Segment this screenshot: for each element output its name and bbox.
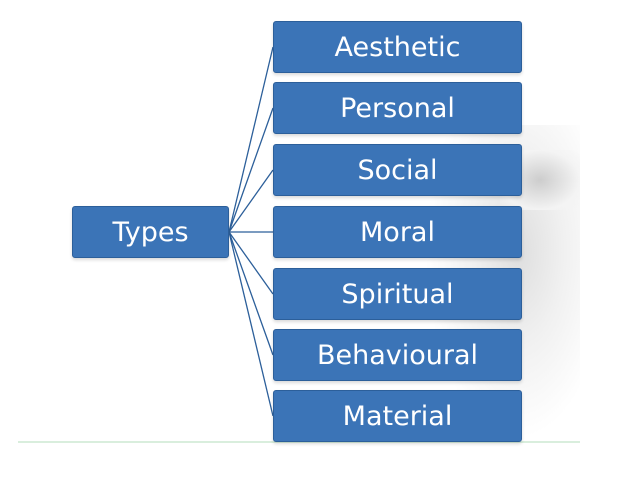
- connector-spiritual: [228, 231, 274, 295]
- child-node-behavioural: Behavioural: [273, 329, 522, 381]
- connector-personal: [228, 107, 274, 233]
- child-node-material: Material: [273, 390, 522, 442]
- child-node-aesthetic: Aesthetic: [273, 21, 522, 73]
- root-node-types: Types: [72, 206, 229, 258]
- connector-material: [228, 231, 274, 417]
- child-node-spiritual: Spiritual: [273, 268, 522, 320]
- baseline-divider: [18, 441, 580, 443]
- child-node-social: Social: [273, 144, 522, 196]
- child-node-moral: Moral: [273, 206, 522, 258]
- connector-behavioural: [228, 231, 274, 356]
- connector-aesthetic: [228, 46, 274, 233]
- child-node-personal: Personal: [273, 82, 522, 134]
- connector-social: [228, 169, 274, 233]
